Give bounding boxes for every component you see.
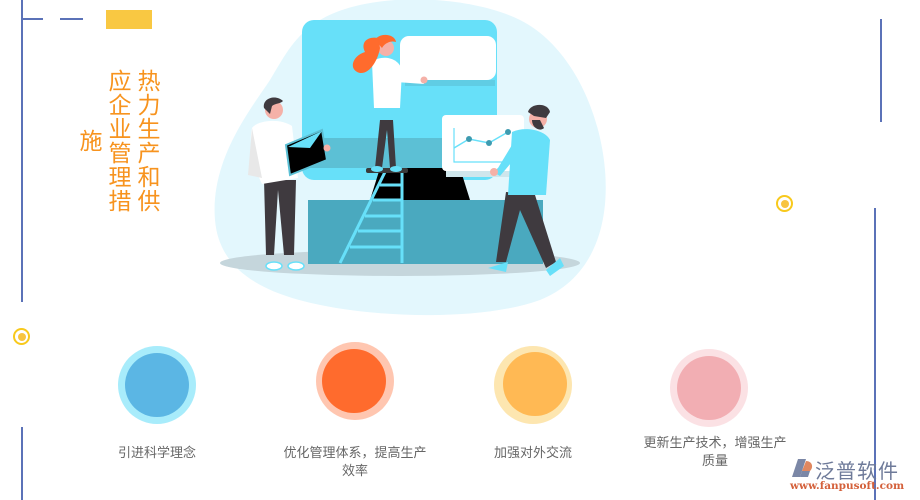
brand-url: www.fanpusoft.com — [790, 480, 905, 492]
left-frame-line-top — [21, 0, 23, 302]
left-frame-line-bottom — [21, 427, 23, 500]
feature-item-management-system: 优化管理体系，提高生产效率 — [265, 342, 445, 482]
feature-label: 更新生产技术，增强生产质量 — [643, 436, 787, 469]
feature-item-production-technology: 更新生产技术，增强生产质量 — [620, 349, 800, 479]
left-frame-dash-1 — [22, 18, 43, 20]
feature-circle-inner — [503, 352, 567, 416]
woman-on-ladder — [352, 34, 428, 172]
screen-stand — [370, 168, 470, 200]
tablet — [284, 128, 329, 177]
man-with-tablet — [248, 97, 331, 271]
speech-bubble-board — [400, 36, 496, 80]
accent-bar — [106, 10, 152, 29]
chart-line — [453, 131, 509, 149]
bullseye-icon — [13, 328, 30, 345]
man-with-line-chart — [488, 104, 564, 276]
feature-circle-inner — [125, 353, 189, 417]
fanpu-logo-icon — [792, 459, 813, 477]
ladder — [338, 171, 404, 264]
feature-item-scientific-concepts: 引进科学理念 — [67, 346, 247, 476]
left-frame-dash-2 — [60, 18, 83, 20]
right-frame-line-top — [880, 19, 882, 122]
page-title: 热力生产和供应企业管理措施 — [75, 69, 159, 213]
line-chart-board — [442, 115, 524, 171]
feature-circle-inner — [322, 349, 386, 413]
feature-label: 引进科学理念 — [117, 446, 196, 461]
right-frame-line-bottom — [874, 208, 876, 500]
bullseye-icon — [776, 195, 793, 212]
brand-logo: 泛普软件 www.fanpusoft.com — [790, 455, 920, 500]
feature-circle-inner — [677, 356, 741, 420]
team-illustration — [210, 0, 620, 320]
feature-label: 优化管理体系，提高生产效率 — [283, 446, 427, 479]
feature-label: 加强对外交流 — [493, 446, 572, 461]
feature-item-external-exchange: 加强对外交流 — [443, 346, 623, 476]
brand-name: 泛普软件 — [815, 459, 899, 483]
